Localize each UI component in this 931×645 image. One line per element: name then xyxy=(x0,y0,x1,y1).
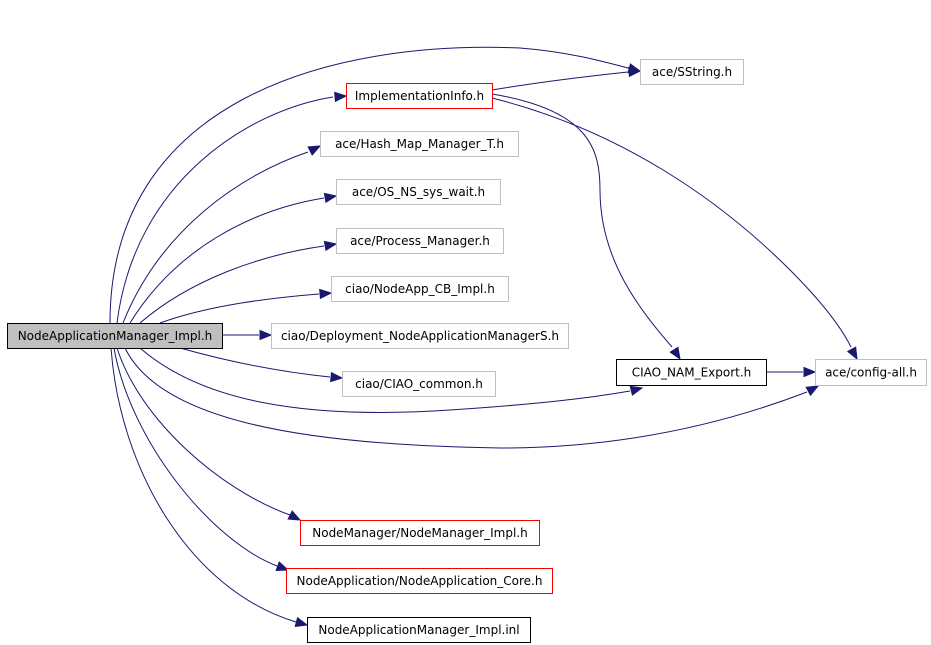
node-sstring[interactable]: ace/SString.h xyxy=(640,59,744,85)
arrowhead-icon xyxy=(669,346,681,361)
node-nodeapp-core[interactable]: NodeApplication/NodeApplication_Core.h xyxy=(286,568,553,594)
node-impl-info[interactable]: ImplementationInfo.h xyxy=(346,83,493,109)
edge-root-to-node_mgr xyxy=(116,347,302,521)
nodes-layer: NodeApplicationManager_Impl.h ace/SString… xyxy=(7,59,927,643)
node-label: CIAO_NAM_Export.h xyxy=(632,366,752,380)
node-label: ace/SString.h xyxy=(652,65,732,79)
arrowhead-icon xyxy=(323,192,338,204)
node-proc-mgr[interactable]: ace/Process_Manager.h xyxy=(336,228,504,254)
node-label: NodeApplicationManager_Impl.h xyxy=(18,329,213,343)
node-box xyxy=(331,276,509,302)
node-node-mgr[interactable]: NodeManager/NodeManager_Impl.h xyxy=(300,520,540,546)
node-label: NodeApplicationManager_Impl.inl xyxy=(318,623,519,637)
node-box xyxy=(815,359,927,386)
node-box xyxy=(307,617,531,643)
node-box xyxy=(336,179,501,205)
node-label: NodeManager/NodeManager_Impl.h xyxy=(312,526,527,540)
node-label: ace/OS_NS_sys_wait.h xyxy=(352,185,485,199)
arrowhead-icon xyxy=(846,346,858,361)
node-nam-export[interactable]: CIAO_NAM_Export.h xyxy=(616,359,767,386)
edge-line xyxy=(179,347,331,378)
node-root[interactable]: NodeApplicationManager_Impl.h xyxy=(7,323,223,349)
node-box xyxy=(616,359,767,386)
arrowhead-icon xyxy=(259,329,273,341)
edge-root-to-impl_info xyxy=(116,91,348,324)
arrowhead-icon xyxy=(294,616,309,628)
node-box xyxy=(336,228,504,254)
node-nodeapp-cb[interactable]: ciao/NodeApp_CB_Impl.h xyxy=(331,276,509,302)
edge-root-to-nam_inl xyxy=(110,347,309,628)
node-deploy[interactable]: ciao/Deployment_NodeApplicationManagerS.… xyxy=(271,323,569,349)
arrowhead-icon xyxy=(334,91,348,103)
edge-line xyxy=(491,97,852,348)
node-box xyxy=(271,323,569,349)
arrowhead-icon xyxy=(307,145,322,156)
node-box xyxy=(640,59,744,85)
node-label: ace/config-all.h xyxy=(825,366,917,380)
edge-nam_export-to-config_all xyxy=(766,366,817,378)
edge-line xyxy=(139,347,631,413)
arrowhead-icon xyxy=(628,66,642,78)
arrowhead-icon xyxy=(319,288,333,300)
arrowhead-icon xyxy=(287,510,302,521)
edge-line xyxy=(109,46,629,324)
edge-root-to-ciao_common xyxy=(179,347,344,383)
node-label: ciao/NodeApp_CB_Impl.h xyxy=(345,282,495,296)
node-box xyxy=(346,83,493,109)
edge-line xyxy=(122,151,309,324)
node-ciao-common[interactable]: ciao/CIAO_common.h xyxy=(342,371,496,397)
edge-line xyxy=(116,347,291,516)
edge-line xyxy=(110,347,297,623)
edge-root-to-deploy xyxy=(222,329,273,341)
edge-root-to-nam_export xyxy=(139,347,644,413)
edge-line xyxy=(129,197,325,324)
arrowhead-icon xyxy=(330,371,344,383)
node-label: ace/Process_Manager.h xyxy=(350,234,490,248)
edge-root-to-proc_mgr xyxy=(139,240,338,324)
node-nam-inl[interactable]: NodeApplicationManager_Impl.inl xyxy=(307,617,531,643)
node-os-ns[interactable]: ace/OS_NS_sys_wait.h xyxy=(336,179,501,205)
node-label: ace/Hash_Map_Manager_T.h xyxy=(335,137,504,151)
edge-line xyxy=(159,293,320,324)
node-label: ciao/Deployment_NodeApplicationManagerS.… xyxy=(281,329,559,343)
edge-root-to-config_all xyxy=(124,347,820,449)
node-hash-map[interactable]: ace/Hash_Map_Manager_T.h xyxy=(320,131,519,157)
arrowhead-icon xyxy=(323,240,338,252)
edge-line xyxy=(491,93,673,348)
edge-impl_info-to-config_all xyxy=(491,97,858,361)
edge-root-to-nodeapp_core xyxy=(113,347,290,571)
arrowhead-icon xyxy=(629,385,644,396)
edge-root-to-hash_map xyxy=(122,145,322,324)
edge-root-to-os_ns xyxy=(129,192,338,324)
edge-line xyxy=(491,71,629,91)
edges-layer xyxy=(109,46,858,628)
node-box xyxy=(342,371,496,397)
edge-impl_info-to-nam_export xyxy=(491,93,681,361)
edge-line xyxy=(124,347,808,449)
node-box xyxy=(300,520,540,546)
node-box xyxy=(320,131,519,157)
node-label: ciao/CIAO_common.h xyxy=(355,377,483,391)
edge-line xyxy=(116,96,334,324)
arrowhead-icon xyxy=(805,385,820,397)
node-label: ImplementationInfo.h xyxy=(355,89,484,103)
edge-impl_info-to-sstring xyxy=(491,66,642,91)
node-label: NodeApplication/NodeApplication_Core.h xyxy=(297,574,543,588)
arrowhead-icon xyxy=(803,366,817,378)
edge-line xyxy=(139,245,325,324)
node-box xyxy=(7,323,223,349)
arrowhead-icon xyxy=(275,561,290,571)
edge-line xyxy=(113,347,278,567)
edge-root-to-nodeapp_cb xyxy=(159,288,333,324)
node-box xyxy=(286,568,553,594)
node-config-all[interactable]: ace/config-all.h xyxy=(815,359,927,386)
